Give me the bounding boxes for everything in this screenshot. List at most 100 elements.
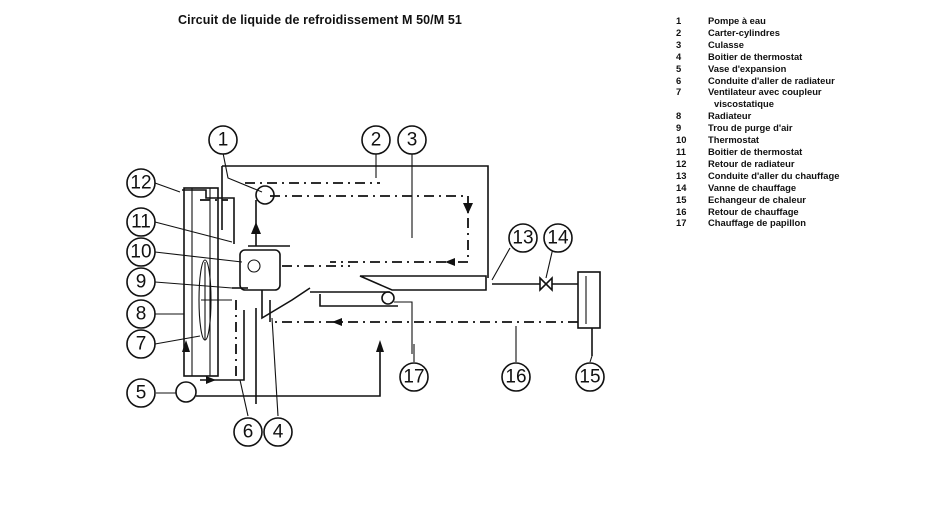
callout-16: 16: [501, 362, 531, 392]
legend-item: 5 Vase d'expansion: [676, 63, 839, 75]
heat-exchanger: [577, 271, 601, 329]
throttle-heating-lead: [394, 301, 413, 354]
heater-supply-pipe: [359, 275, 487, 291]
svg-text:17: 17: [403, 367, 424, 388]
legend-number: 7: [676, 86, 682, 98]
legend-item: 14 Vanne de chauffage: [676, 182, 839, 194]
pump-line: [248, 200, 290, 247]
svg-text:5: 5: [136, 383, 147, 404]
legend-number: 12: [676, 157, 687, 169]
legend-label: Boitier de thermostat: [708, 50, 803, 62]
legend-label: Radiateur: [708, 110, 752, 122]
svg-text:16: 16: [505, 367, 526, 388]
legend-label: Boitier de thermostat: [708, 145, 803, 157]
legend-number: 2: [676, 26, 682, 38]
svg-text:4: 4: [273, 422, 284, 443]
callout-9: 9: [126, 267, 156, 297]
legend-number: 8: [676, 110, 682, 122]
legend-item: 16 Retour de chauffage: [676, 206, 839, 218]
legend-number: 3: [676, 38, 682, 50]
svg-text:13: 13: [512, 228, 533, 249]
callout-4: 4: [263, 417, 293, 447]
callout-1: 1: [208, 125, 238, 155]
legend-item: 4 Boitier de thermostat: [676, 51, 839, 63]
cylinder-head-circuit: [270, 195, 469, 263]
svg-text:14: 14: [547, 228, 569, 249]
callout-10: 10: [126, 237, 156, 267]
flow-arrow: [182, 340, 190, 352]
svg-text:1: 1: [218, 130, 229, 151]
svg-text:11: 11: [131, 212, 151, 233]
svg-text:8: 8: [136, 304, 147, 325]
legend-label: Retour de radiateur: [708, 157, 795, 169]
legend-number: 11: [676, 145, 686, 157]
legend-label: Thermostat: [708, 134, 760, 146]
svg-text:9: 9: [136, 272, 147, 293]
legend-number: 4: [676, 50, 682, 62]
legend-label: Carter-cylindres: [708, 26, 780, 38]
flow-arrow: [332, 318, 342, 326]
radiator: [183, 187, 219, 377]
legend-number: 16: [676, 205, 687, 217]
legend-number: 9: [676, 122, 682, 134]
legend-label: Trou de purge d'air: [708, 122, 793, 134]
callout-5: 5: [126, 378, 156, 408]
svg-text:7: 7: [136, 334, 147, 355]
callout-leaders: [154, 152, 593, 417]
heater-valve: [539, 276, 553, 292]
callout-8: 8: [126, 299, 156, 329]
legend-number: 10: [676, 134, 687, 146]
callout-15: 15: [575, 362, 605, 392]
flow-arrow: [376, 340, 384, 352]
legend-number: 17: [676, 217, 687, 229]
legend-item: 12 Retour de radiateur: [676, 158, 839, 170]
radiator-core: [191, 188, 211, 376]
legend-item: 2 Carter-cylindres: [676, 27, 839, 39]
legend-label: Retour de chauffage: [708, 205, 799, 217]
callout-3: 3: [397, 125, 427, 155]
thermostat-outlet: [261, 287, 311, 320]
legend-label: Vanne de chauffage: [708, 181, 797, 193]
legend-label-continuation: viscostatique: [714, 98, 774, 110]
water-pump: [255, 185, 275, 205]
legend-item: 3 Culasse: [676, 39, 839, 51]
thermostat-housing: [239, 249, 281, 291]
legend-item: 9 Trou de purge d'air: [676, 122, 839, 134]
callout-13: 13: [508, 223, 538, 253]
legend-item: 10 Thermostat: [676, 134, 839, 146]
fan-hub: [201, 262, 232, 340]
radiator-supply-line: [200, 310, 245, 381]
legend-number: 5: [676, 62, 682, 74]
callout-11: 11: [126, 207, 156, 237]
legend-number: 6: [676, 74, 682, 86]
diagram-title: Circuit de liquide de refroidissement M …: [178, 13, 462, 27]
legend-label: Vase d'expansion: [708, 62, 787, 74]
expansion-tank-line: [196, 350, 381, 397]
legend-item: 11 Boitier de thermostat: [676, 146, 839, 158]
flow-arrow: [251, 222, 261, 234]
svg-text:3: 3: [407, 130, 418, 151]
svg-text:15: 15: [579, 367, 600, 388]
flow-arrow: [206, 376, 216, 384]
callout-6: 6: [233, 417, 263, 447]
throttle-heating: [381, 291, 395, 305]
legend-number: 14: [676, 181, 687, 193]
callout-12: 12: [126, 168, 156, 198]
legend-label: Culasse: [708, 38, 744, 50]
svg-text:6: 6: [243, 422, 254, 443]
legend-label: Conduite d'aller de radiateur: [708, 74, 835, 86]
callout-7: 7: [126, 329, 156, 359]
legend-label: Conduite d'aller du chauffage: [708, 169, 840, 181]
radiator-return-line: [182, 189, 235, 244]
legend-label: Ventilateur avec coupleur: [708, 86, 822, 98]
legend-item: 6 Conduite d'aller de radiateur: [676, 75, 839, 87]
thermostat: [247, 259, 261, 273]
legend-number: 13: [676, 169, 687, 181]
legend-label: Pompe à eau: [708, 15, 766, 26]
